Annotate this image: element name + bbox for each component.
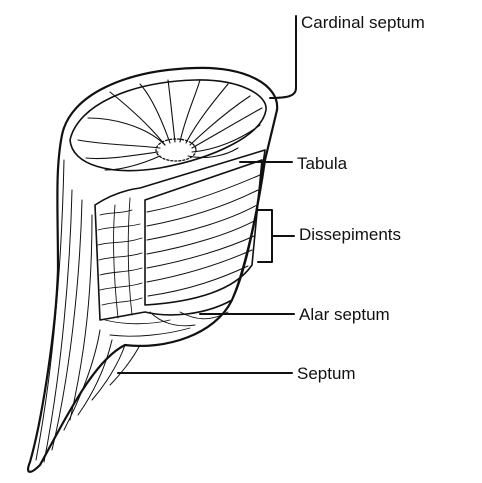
cutaway-face: [95, 150, 265, 320]
label-alar-septum: Alar septum: [299, 306, 390, 323]
label-septum: Septum: [297, 365, 356, 382]
columella: [156, 139, 196, 161]
label-cardinal-septum: Cardinal septum: [301, 14, 425, 31]
label-tabula: Tabula: [297, 155, 347, 172]
body-septa: [36, 160, 140, 462]
calice-rim: [70, 80, 266, 171]
leader-cardinal: [270, 16, 296, 98]
leader-dissepiments-bracket: [258, 210, 272, 262]
leader-lines: [118, 16, 296, 373]
dissepiment-cells: [98, 198, 142, 318]
calice-septa: [78, 80, 262, 170]
label-dissepiments: Dissepiments: [299, 226, 401, 243]
